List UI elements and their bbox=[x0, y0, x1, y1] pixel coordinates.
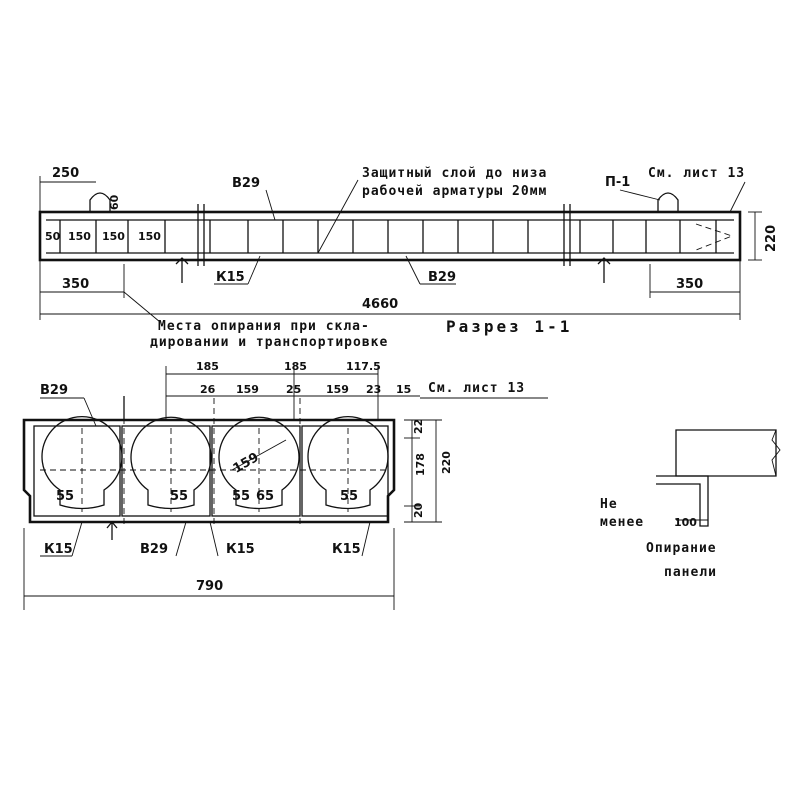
lifting-loop-right bbox=[657, 192, 679, 212]
end-dim-right-350: 350 bbox=[676, 277, 703, 292]
top-185-b: 185 bbox=[284, 360, 307, 373]
support-caption-2: панели bbox=[664, 565, 717, 580]
support-label-ne: Не bbox=[600, 497, 618, 512]
void-55-b: 55 bbox=[170, 489, 188, 504]
top-117-5: 117.5 bbox=[346, 360, 381, 373]
rebar-frame-2 bbox=[121, 425, 211, 517]
end-dim-left-350: 350 bbox=[62, 277, 89, 292]
height-220: 220 bbox=[764, 225, 779, 252]
support-detail: Не менее 100 Опирание панели bbox=[600, 429, 781, 580]
void-55-d: 55 bbox=[340, 489, 358, 504]
support-note-line2: дировании и транспортировке bbox=[150, 335, 388, 350]
void-55-c: 55 bbox=[232, 489, 250, 504]
h-22: 22 bbox=[412, 419, 425, 434]
section-bar-bottom: В29 bbox=[140, 542, 168, 557]
see-sheet-top: См. лист 13 bbox=[648, 166, 745, 181]
rebar-frame-4 bbox=[301, 425, 389, 517]
section-outline bbox=[22, 418, 396, 524]
support-dim-100: 100 bbox=[674, 516, 697, 529]
spacing-150-c: 150 bbox=[138, 230, 161, 243]
void-65: 65 bbox=[256, 489, 274, 504]
panel-cross-section: 159 55 55 55 65 55 185 185 117.5 26 159 … bbox=[22, 360, 548, 610]
section-bar-top: В29 bbox=[40, 383, 68, 398]
dim-159-b: 159 bbox=[326, 383, 349, 396]
see-sheet-section: См. лист 13 bbox=[428, 381, 525, 396]
support-caption-1: Опирание bbox=[646, 541, 717, 556]
spacing-150-b: 150 bbox=[102, 230, 125, 243]
dim-250: 250 bbox=[52, 166, 79, 181]
support-arrow-right bbox=[597, 257, 611, 283]
section-support-arrow bbox=[106, 520, 118, 540]
loop-mark: П-1 bbox=[605, 175, 630, 190]
spacing-150-a: 150 bbox=[68, 230, 91, 243]
dim-159-a: 159 bbox=[236, 383, 259, 396]
note-cover-line1: Защитный слой до низа bbox=[362, 166, 547, 181]
width-790: 790 bbox=[196, 579, 223, 594]
dia-159: 159 bbox=[231, 450, 262, 477]
dim-50: 50 bbox=[45, 230, 61, 243]
bar-label-bottom: В29 bbox=[428, 270, 456, 285]
hollow-cores bbox=[41, 416, 389, 510]
dim-60: 60 bbox=[108, 194, 121, 210]
end-detail bbox=[695, 223, 734, 251]
support-arrow-left bbox=[175, 257, 189, 283]
dim-25: 25 bbox=[286, 383, 301, 396]
upper-panel-stub bbox=[675, 429, 777, 477]
overall-length-4660: 4660 bbox=[362, 297, 398, 312]
section-k15-b: К15 bbox=[226, 542, 255, 557]
section-k15-a: К15 bbox=[44, 542, 73, 557]
h-220: 220 bbox=[440, 451, 453, 474]
lower-wall-stub bbox=[656, 475, 709, 527]
void-55-a: 55 bbox=[56, 489, 74, 504]
note-cover-line2: рабочей арматуры 20мм bbox=[362, 184, 547, 199]
panel-elevation: 250 60 50 150 150 150 В29 Защитный слой … bbox=[38, 166, 779, 350]
section-k15-c: К15 bbox=[332, 542, 361, 557]
panel-outline bbox=[38, 210, 742, 262]
section-title: Разрез 1-1 bbox=[446, 317, 572, 336]
h-20: 20 bbox=[412, 502, 425, 518]
dim-15: 15 bbox=[396, 383, 411, 396]
support-note-line1: Места опирания при скла- bbox=[158, 319, 370, 334]
diameter-leader bbox=[231, 439, 287, 471]
top-185-a: 185 bbox=[196, 360, 219, 373]
bar-label-top: В29 bbox=[232, 176, 260, 191]
tie-k15: К15 bbox=[216, 270, 245, 285]
break-lines bbox=[197, 204, 571, 266]
support-label-menee: менее bbox=[600, 515, 644, 530]
lifting-loop-left bbox=[89, 192, 111, 212]
h-178: 178 bbox=[414, 453, 427, 476]
stirrups bbox=[59, 220, 717, 253]
rebar-frame-1 bbox=[33, 425, 121, 517]
dim-26: 26 bbox=[200, 383, 216, 396]
dim-23: 23 bbox=[366, 383, 381, 396]
